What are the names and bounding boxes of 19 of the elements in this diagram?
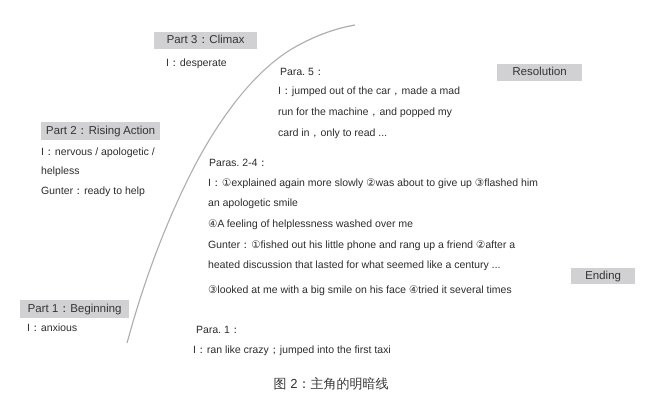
plot-note: Gunter：①fished out his little phone and rang up a friend ②after a heated discussion that lasted for what seemed like a century ... <box>208 238 516 273</box>
stage-tag: Ending <box>571 268 635 284</box>
emotion-note: I：nervous / apologetic / helpless <box>41 145 156 179</box>
stage-tag: Part 3：Climax <box>154 32 257 49</box>
plot-note: ④A feeling of helplessness washed over me <box>208 217 413 232</box>
emotion-note: I：desperate <box>166 56 227 71</box>
paragraph-heading: Paras. 2-4： <box>209 156 268 171</box>
stage-tag: Resolution <box>497 64 582 81</box>
emotion-note: I：anxious <box>27 321 78 336</box>
plot-note: I：ran like crazy；jumped into the first taxi <box>193 343 391 358</box>
paragraph-heading: Para. 5： <box>280 65 325 80</box>
plot-note: I：jumped out of the car，made a mad run for the machine，and popped my card in，only to read ... <box>278 84 461 141</box>
plot-note: ③looked at me with a big smile on his face ④tried it several times <box>208 283 512 298</box>
figure-caption: 图 2：主角的明暗线 <box>274 375 388 393</box>
emotion-note: Gunter：ready to help <box>41 184 145 199</box>
stage-tag: Part 1：Beginning <box>20 300 129 318</box>
plot-note: I：①explained again more slowly ②was about to give up ③flashed him an apologetic smile <box>208 176 538 211</box>
stage-tag: Part 2：Rising Action <box>41 122 160 140</box>
paragraph-heading: Para. 1： <box>196 323 241 338</box>
